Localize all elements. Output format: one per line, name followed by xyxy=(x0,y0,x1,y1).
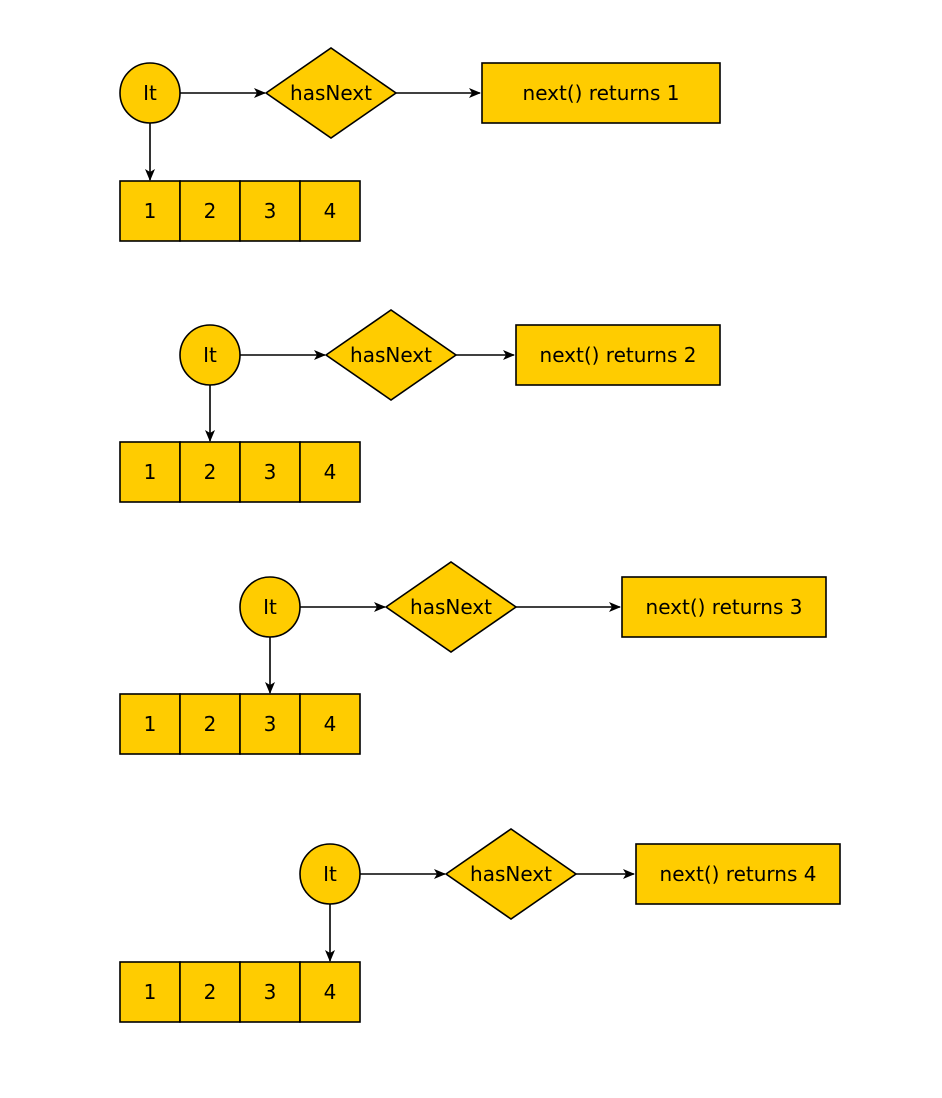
hasnext-decision xyxy=(384,561,518,653)
iterator-label: It xyxy=(203,343,217,367)
array-cell-label: 2 xyxy=(204,712,217,736)
step-2: 1 2 3 4 It hasNext next() returns 2 xyxy=(119,309,721,503)
array-cell xyxy=(299,961,361,1023)
hasnext-label: hasNext xyxy=(290,81,372,105)
array-cell xyxy=(119,441,181,503)
array-cell-label: 2 xyxy=(204,460,217,484)
array-cell-label: 4 xyxy=(324,460,337,484)
array-cell-label: 3 xyxy=(264,199,277,223)
array-row: 1 2 3 4 xyxy=(119,693,361,755)
next-result-label: next() returns 2 xyxy=(540,343,697,367)
array-row: 1 2 3 4 xyxy=(119,441,361,503)
hasnext-label: hasNext xyxy=(470,862,552,886)
array-cell xyxy=(179,693,241,755)
array-cell xyxy=(299,441,361,503)
iterator-label: It xyxy=(323,862,337,886)
array-cell-label: 3 xyxy=(264,980,277,1004)
array-cell-label: 1 xyxy=(144,199,157,223)
next-result-label: next() returns 1 xyxy=(523,81,680,105)
step-1: 1 2 3 4 It hasNext next() returns 1 xyxy=(119,47,721,242)
next-result-box xyxy=(481,62,721,124)
array-cell-label: 1 xyxy=(144,460,157,484)
iterator-node xyxy=(239,576,301,638)
array-cell-label: 4 xyxy=(324,980,337,1004)
array-cell-label: 2 xyxy=(204,980,217,1004)
hasnext-decision xyxy=(324,309,458,401)
array-cell-label: 3 xyxy=(264,460,277,484)
array-cell xyxy=(119,961,181,1023)
next-result-label: next() returns 3 xyxy=(646,595,803,619)
next-result-box xyxy=(621,576,827,638)
array-cell-label: 3 xyxy=(264,712,277,736)
array-cell-label: 2 xyxy=(204,199,217,223)
array-cell-label: 1 xyxy=(144,712,157,736)
array-cell xyxy=(299,180,361,242)
hasnext-decision xyxy=(264,47,398,139)
array-cell xyxy=(119,180,181,242)
array-cell xyxy=(239,180,301,242)
array-row: 1 2 3 4 xyxy=(119,961,361,1023)
array-cell xyxy=(179,441,241,503)
array-cell-label: 4 xyxy=(324,199,337,223)
array-cell xyxy=(179,961,241,1023)
next-result-box xyxy=(635,843,841,905)
array-cell xyxy=(179,180,241,242)
next-result-label: next() returns 4 xyxy=(660,862,817,886)
array-cell xyxy=(239,693,301,755)
array-row: 1 2 3 4 xyxy=(119,180,361,242)
hasnext-label: hasNext xyxy=(410,595,492,619)
hasnext-label: hasNext xyxy=(350,343,432,367)
iterator-label: It xyxy=(263,595,277,619)
array-cell xyxy=(239,441,301,503)
iterator-label: It xyxy=(143,81,157,105)
step-4: 1 2 3 4 It hasNext next() returns 4 xyxy=(119,828,841,1023)
array-cell-label: 4 xyxy=(324,712,337,736)
step-3: 1 2 3 4 It hasNext next() returns 3 xyxy=(119,561,827,755)
iterator-node xyxy=(119,62,181,124)
next-result-box xyxy=(515,324,721,386)
array-cell-label: 1 xyxy=(144,980,157,1004)
array-cell xyxy=(299,693,361,755)
iterator-node xyxy=(179,324,241,386)
hasnext-decision xyxy=(444,828,578,920)
iterator-node xyxy=(299,843,361,905)
